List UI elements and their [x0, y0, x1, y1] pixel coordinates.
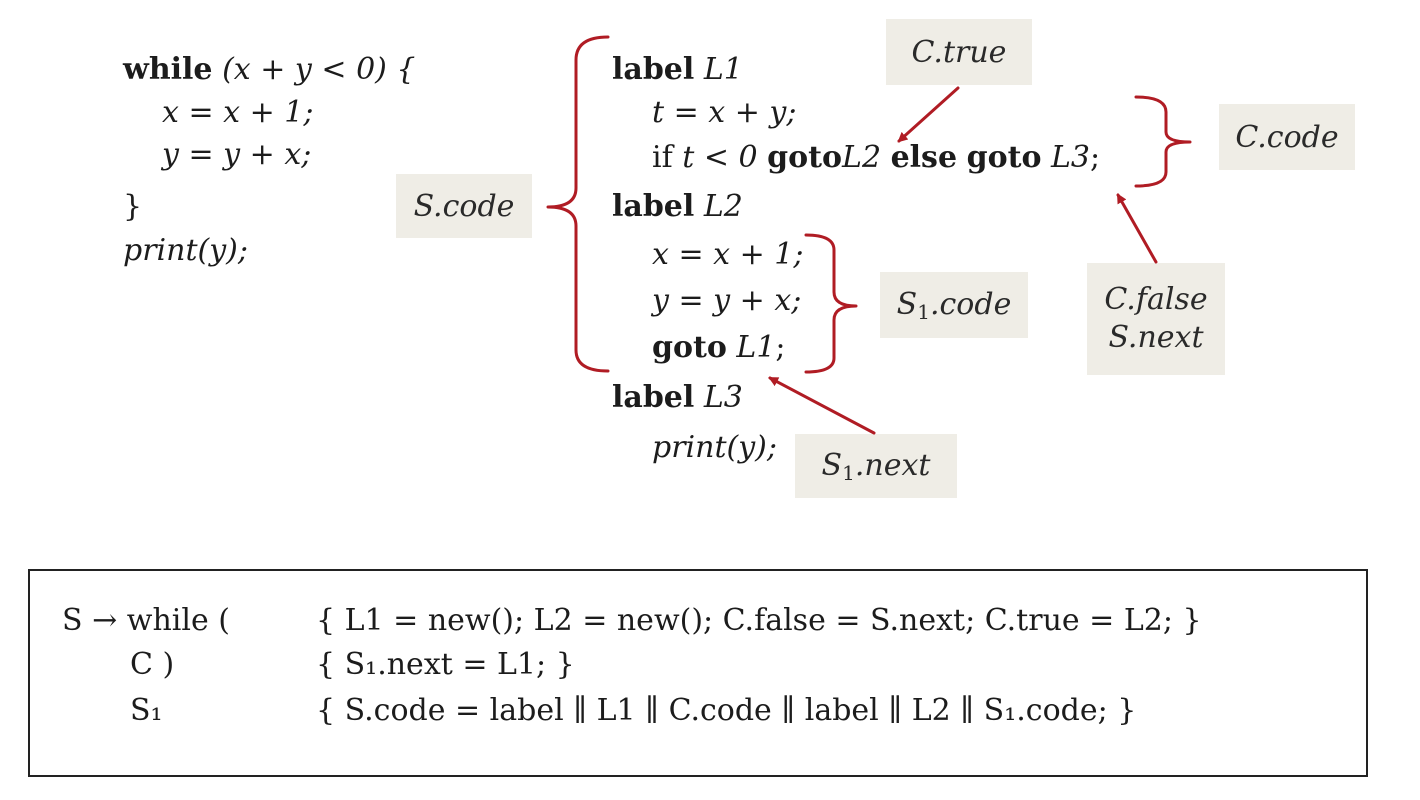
arrow-c-false [1116, 193, 1158, 264]
tac-t-assign: t = x + y; [652, 95, 797, 130]
if-condition: t < 0 [682, 140, 758, 175]
annotation-s-code: S.code [396, 174, 532, 238]
annotation-c-code: C.code [1219, 104, 1355, 170]
tac-x-assign: x = x + 1; [652, 237, 804, 272]
rule-row3-left: S₁ [130, 693, 163, 728]
source-line-close-brace: } [123, 189, 143, 224]
goto-keyword: goto [652, 330, 727, 365]
annotation-s1-next: S1.next [795, 434, 957, 498]
tac-if-goto: if t < 0 gotoL2 else goto L3; [652, 143, 1100, 173]
rule-row1-right: { L1 = new(); L2 = new(); C.false = S.ne… [316, 603, 1202, 638]
bracket-s-code [546, 35, 610, 373]
tac-y-assign: y = y + x; [652, 283, 802, 318]
else-keyword: else [890, 140, 958, 175]
goto-keyword: goto [767, 140, 843, 175]
semicolon: ; [775, 330, 786, 365]
semicolon: ; [1090, 140, 1101, 175]
rule-row1-left: S → while ( [62, 603, 230, 638]
annotation-s1-code: S1.code [880, 272, 1028, 338]
rule-row3-right: { S.code = label ∥ L1 ∥ C.code ∥ label ∥… [316, 693, 1137, 728]
arrow-c-true [897, 86, 960, 143]
source-line-y-assign: y = y + x; [162, 137, 312, 172]
tac-label-l2: label L2 [612, 192, 743, 222]
source-line-x-assign: x = x + 1; [162, 95, 314, 130]
tac-label-l1: label L1 [612, 55, 743, 85]
source-line-print: print(y); [123, 233, 248, 268]
s1-next-base: S [821, 447, 843, 483]
goto-keyword: goto [966, 140, 1042, 175]
label-keyword: label [612, 52, 695, 87]
goto-target: L3 [1051, 140, 1091, 175]
while-condition: (x + y < 0) { [222, 52, 416, 87]
keyword-while: while [123, 52, 213, 87]
label-name: L1 [703, 52, 743, 87]
annotation-c-false-s-next: C.false S.next [1087, 263, 1225, 375]
source-line-while: while (x + y < 0) { [123, 55, 415, 85]
s1-code-subscript: 1 [917, 299, 930, 324]
s-next-text: S.next [1108, 320, 1204, 355]
if-keyword: if [652, 140, 673, 175]
label-keyword: label [612, 380, 695, 415]
arrow-s1-next [768, 376, 876, 435]
goto-target: L1 [736, 330, 776, 365]
annotation-c-true: C.true [886, 19, 1032, 85]
tac-goto-l1: goto L1; [652, 333, 786, 363]
rule-row2-left: C ) [130, 647, 175, 682]
s1-next-subscript: 1 [842, 460, 855, 485]
label-name: L2 [703, 189, 743, 224]
tac-print: print(y); [652, 430, 777, 465]
rule-row2-right: { S₁.next = L1; } [316, 647, 575, 682]
label-keyword: label [612, 189, 695, 224]
tac-label-l3: label L3 [612, 383, 743, 413]
goto-target: L2 [842, 140, 882, 175]
bracket-s1-code [804, 233, 858, 374]
bracket-c-code [1134, 95, 1192, 188]
s1-code-suffix: .code [929, 286, 1012, 322]
semantic-rule-box [28, 569, 1368, 777]
label-name: L3 [703, 380, 743, 415]
s1-code-base: S [896, 286, 918, 322]
s1-next-suffix: .next [854, 447, 931, 483]
c-false-text: C.false [1104, 281, 1208, 317]
